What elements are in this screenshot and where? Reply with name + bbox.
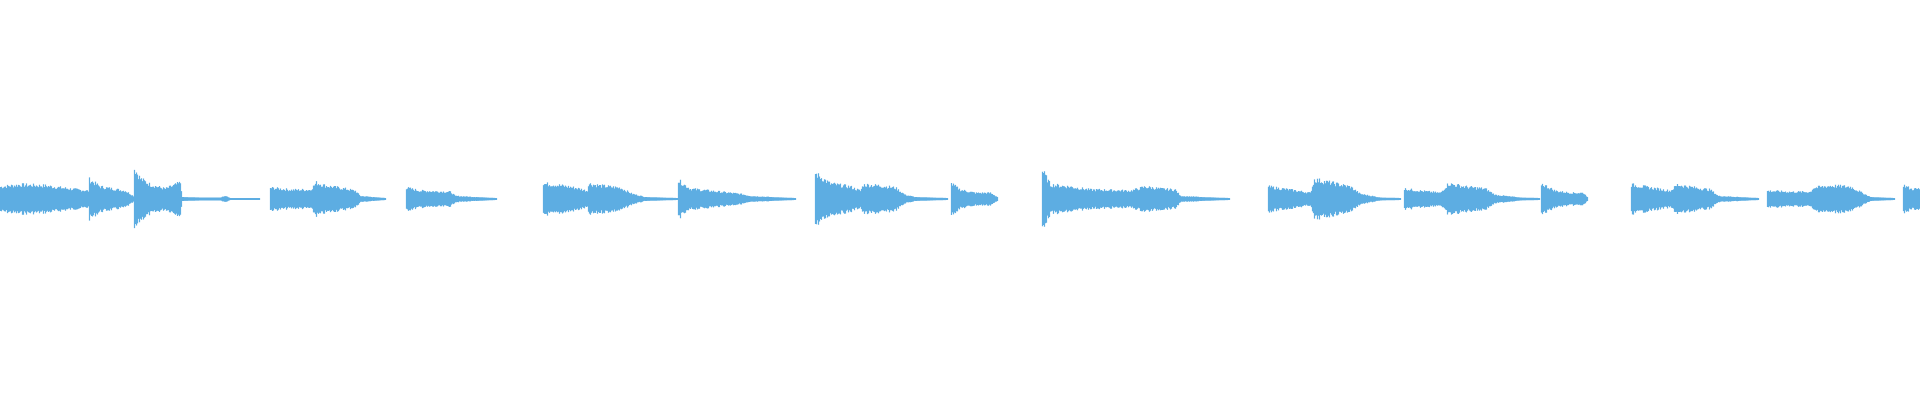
waveform-bars	[1766, 184, 1896, 214]
waveform-segments	[0, 169, 1920, 229]
waveform-segment	[1041, 171, 1231, 227]
waveform-bars	[542, 182, 679, 216]
waveform-bars	[1540, 183, 1589, 215]
waveform-segment	[269, 181, 387, 217]
waveform-segment	[405, 187, 498, 211]
waveform-bars	[1041, 171, 1231, 227]
waveform-bars	[1630, 183, 1760, 215]
waveform-segment	[542, 182, 679, 216]
waveform-bars	[814, 173, 949, 225]
waveform-bars	[677, 179, 797, 219]
waveform-bars	[0, 169, 261, 229]
waveform-bars	[269, 181, 387, 217]
waveform-segment	[0, 169, 261, 229]
waveform-segment	[950, 183, 999, 215]
waveform-segment	[677, 179, 797, 219]
waveform-segment	[1630, 183, 1760, 215]
waveform-segment	[1766, 184, 1896, 214]
waveform-bars	[1403, 183, 1541, 215]
waveform-segment	[1403, 183, 1541, 215]
waveform-segment	[1540, 183, 1589, 215]
waveform-bars	[1267, 178, 1402, 220]
waveform-segment	[814, 173, 949, 225]
waveform-segment	[1267, 178, 1402, 220]
waveform-bars	[405, 187, 498, 211]
waveform-bars	[950, 183, 999, 215]
